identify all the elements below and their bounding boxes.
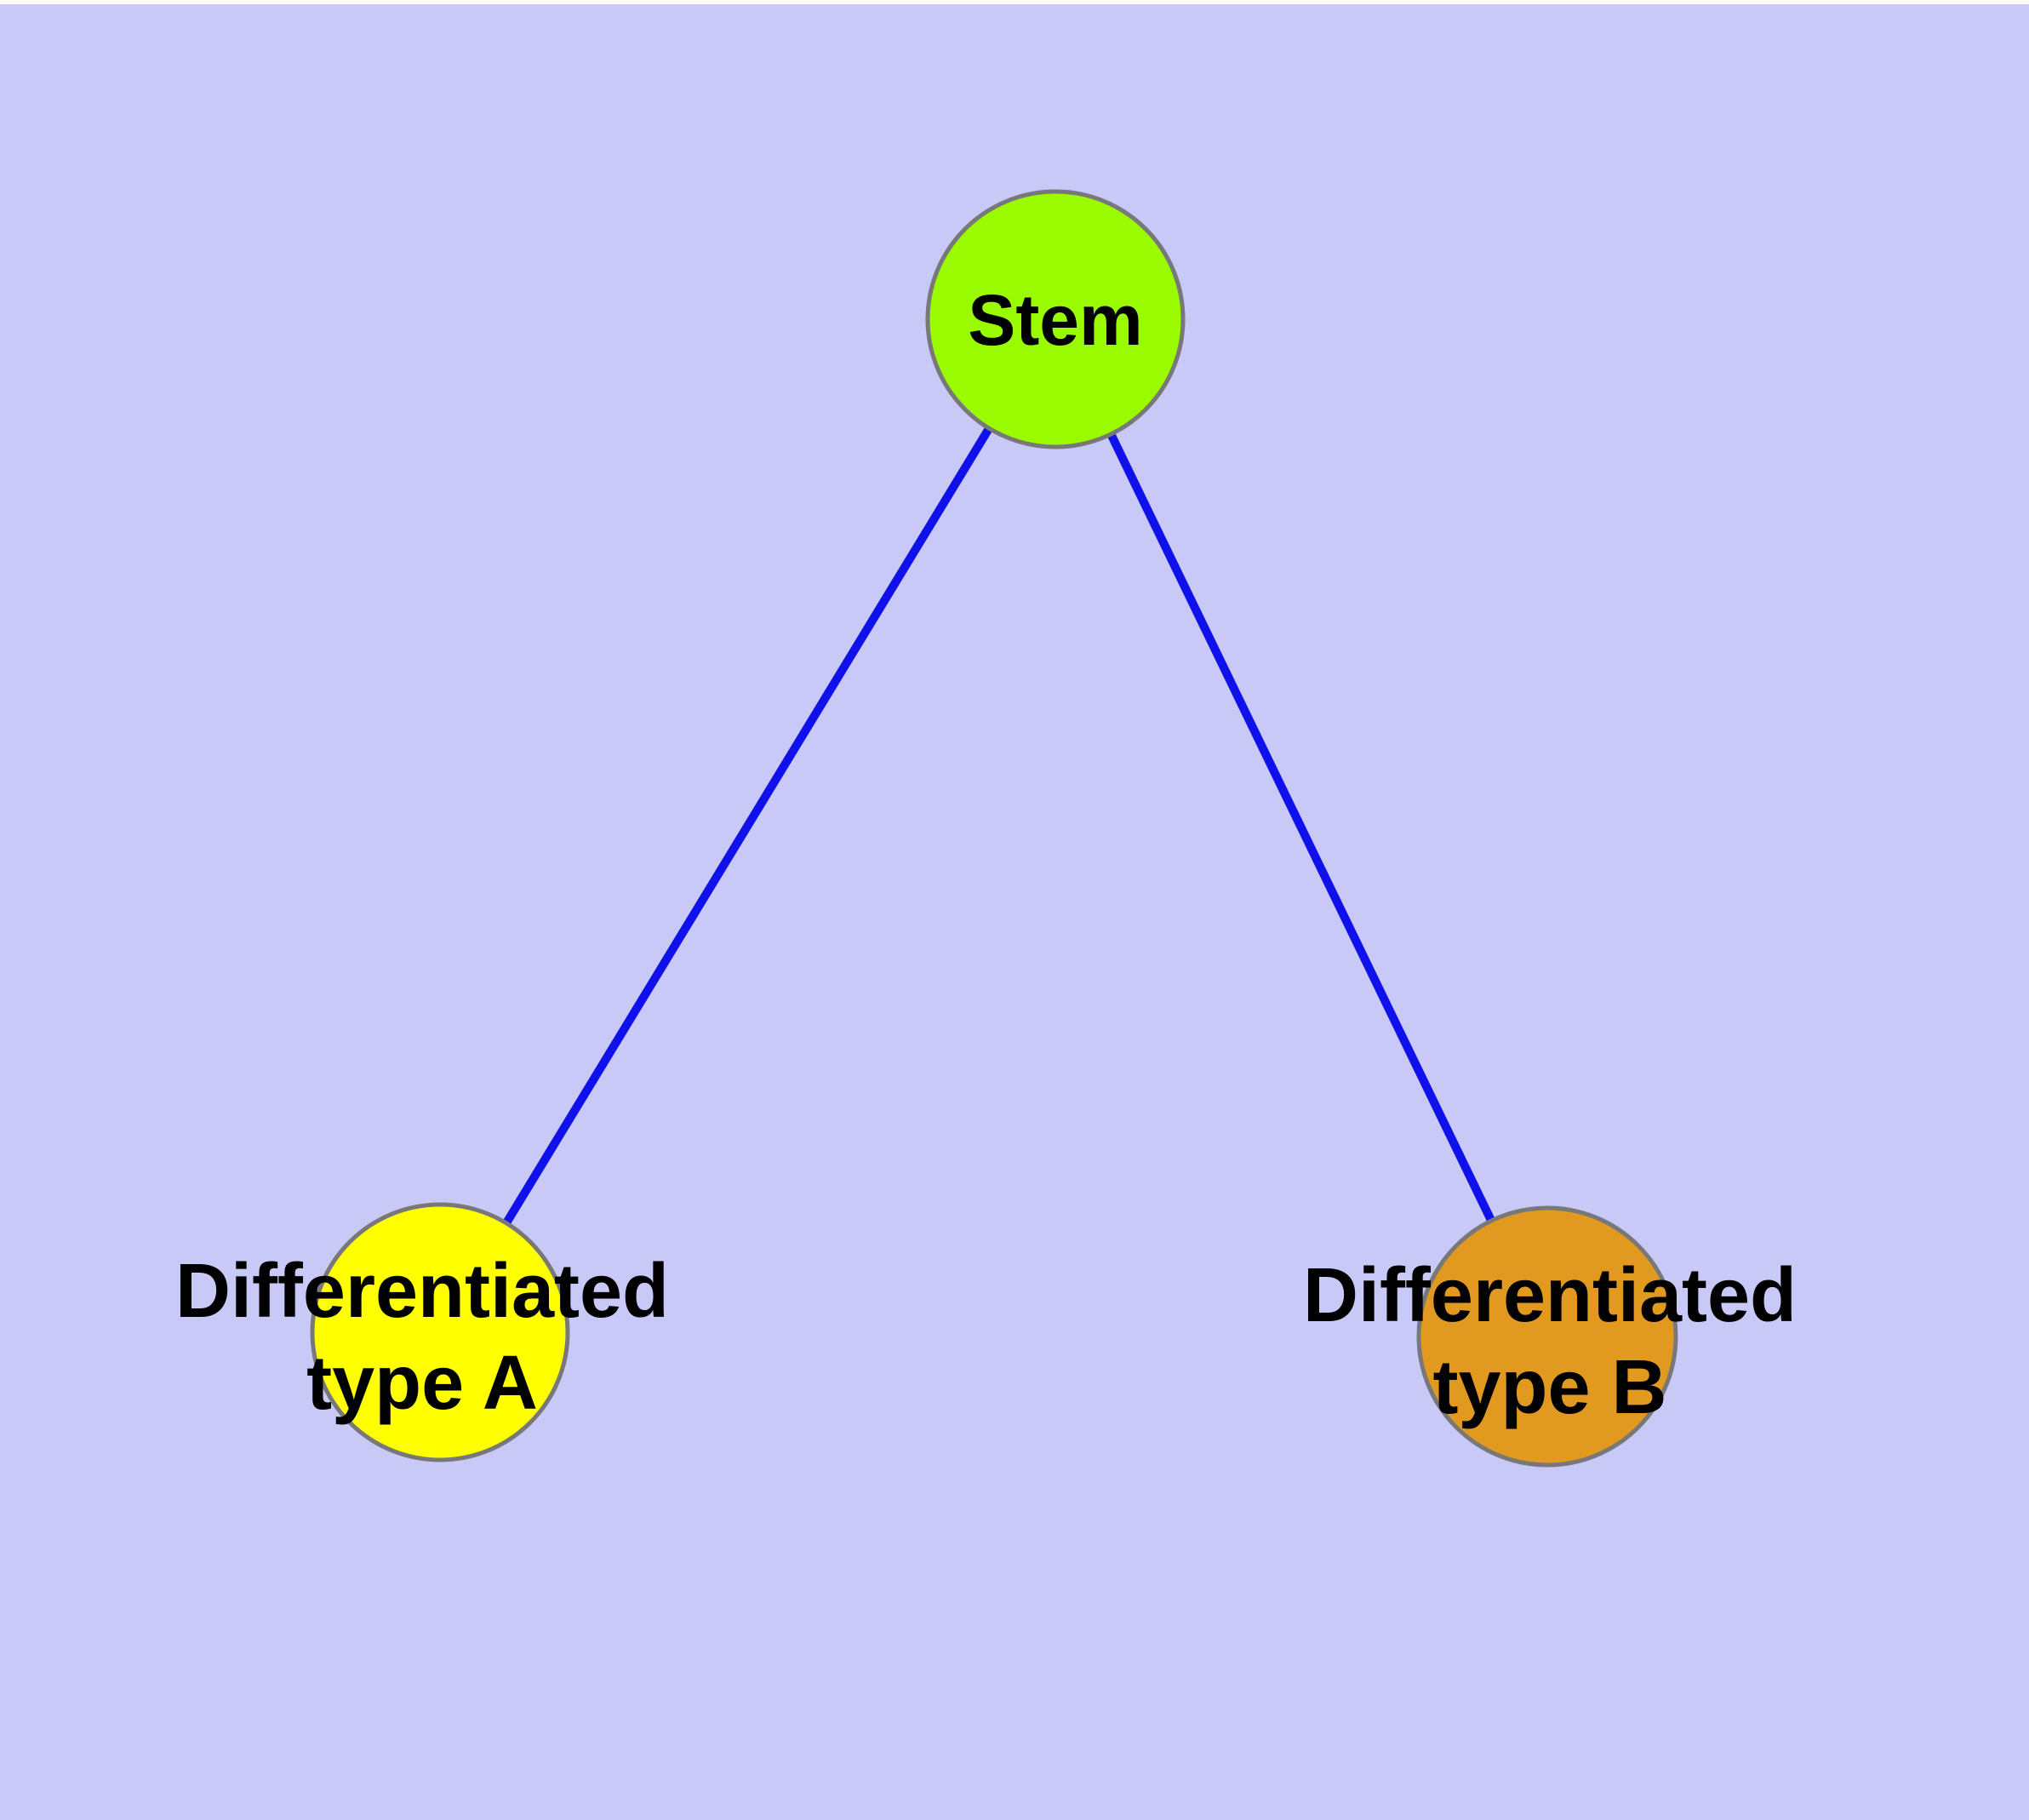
node-differentiated-type-a[interactable]: Differentiated type A [175,1202,669,1462]
edge-stem-to-type-b [1051,317,1552,1339]
node-differentiated-type-b[interactable]: Differentiated type B [1303,1205,1797,1468]
type-a-node-circle[interactable] [310,1202,570,1462]
type-a-node-label-line2: type A [306,1341,538,1426]
type-b-node-label-line2: type B [1432,1345,1666,1430]
stem-node-label: Stem [968,280,1142,360]
type-a-node-label-line1: Differentiated [175,1249,669,1334]
type-b-node-label-line1: Differentiated [1303,1253,1797,1338]
edge-stem-to-type-a [436,317,1060,1335]
type-b-node-circle[interactable] [1416,1205,1678,1468]
node-stem[interactable]: Stem [925,189,1186,449]
stem-node-circle[interactable] [925,189,1186,449]
